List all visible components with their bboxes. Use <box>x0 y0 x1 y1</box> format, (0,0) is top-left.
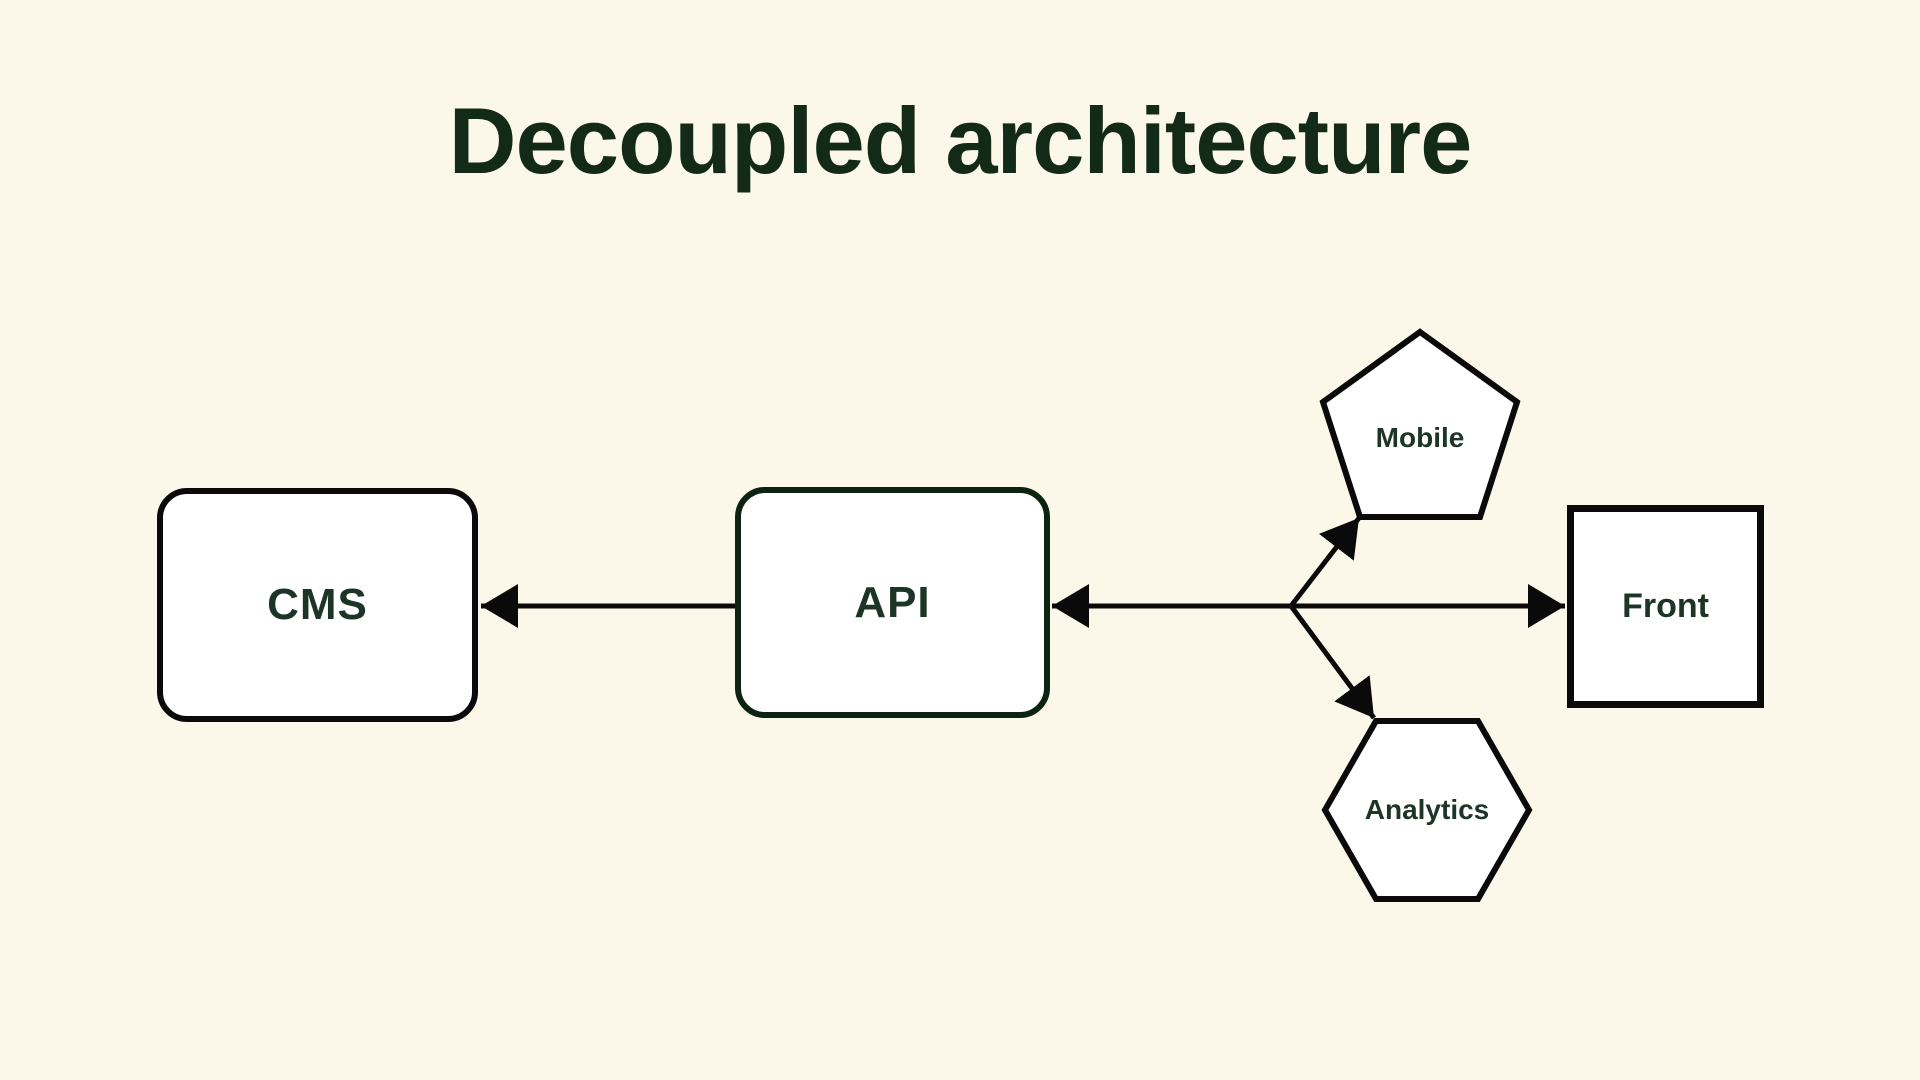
cms-node-label: CMS <box>267 580 368 629</box>
mobile-node-label: Mobile <box>1375 422 1465 453</box>
branch-to-analytics-connector <box>1288 604 1377 720</box>
cms-node: CMS <box>157 488 478 722</box>
front-node: Front <box>1567 505 1764 708</box>
mobile-pentagon-shape <box>1319 328 1521 520</box>
diagram-title: Decoupled architecture <box>448 88 1473 193</box>
api-node-label: API <box>854 577 931 627</box>
analytics-hexagon-shape <box>1321 718 1533 902</box>
branch-to-mobile-connector <box>1289 516 1361 608</box>
front-node-label: Front <box>1622 587 1709 625</box>
api-node: API <box>735 487 1050 718</box>
analytics-node-label: Analytics <box>1364 794 1490 825</box>
